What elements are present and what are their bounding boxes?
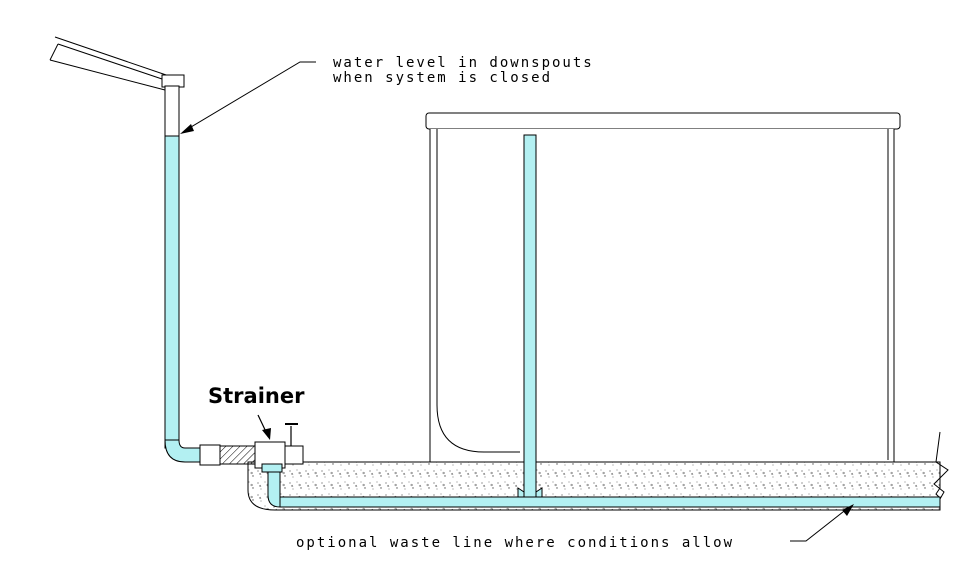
downspout-water xyxy=(164,135,180,449)
waste-line-pipe xyxy=(279,496,941,508)
waste-line-arrow xyxy=(790,504,854,542)
tank-standpipe xyxy=(517,134,543,498)
tank-inner-wall xyxy=(436,129,520,453)
gutter xyxy=(161,74,185,88)
strainer-arrow xyxy=(257,414,271,440)
waste-line-label: optional waste line where conditions all… xyxy=(296,535,735,551)
water-level-arrow xyxy=(180,61,316,134)
tank-lid xyxy=(425,112,901,130)
strainer-label: Strainer xyxy=(208,384,305,408)
downspout xyxy=(164,85,221,463)
slab-break-line xyxy=(933,431,949,507)
tank-body xyxy=(429,129,895,463)
strainer-fitting xyxy=(199,423,304,473)
water-level-label-line2: when system is closed xyxy=(333,70,553,86)
water-level-label-line1: water level in downspouts xyxy=(333,55,594,71)
strainer-drop-pipe xyxy=(267,467,281,508)
roof xyxy=(49,36,185,91)
tank xyxy=(425,112,901,463)
